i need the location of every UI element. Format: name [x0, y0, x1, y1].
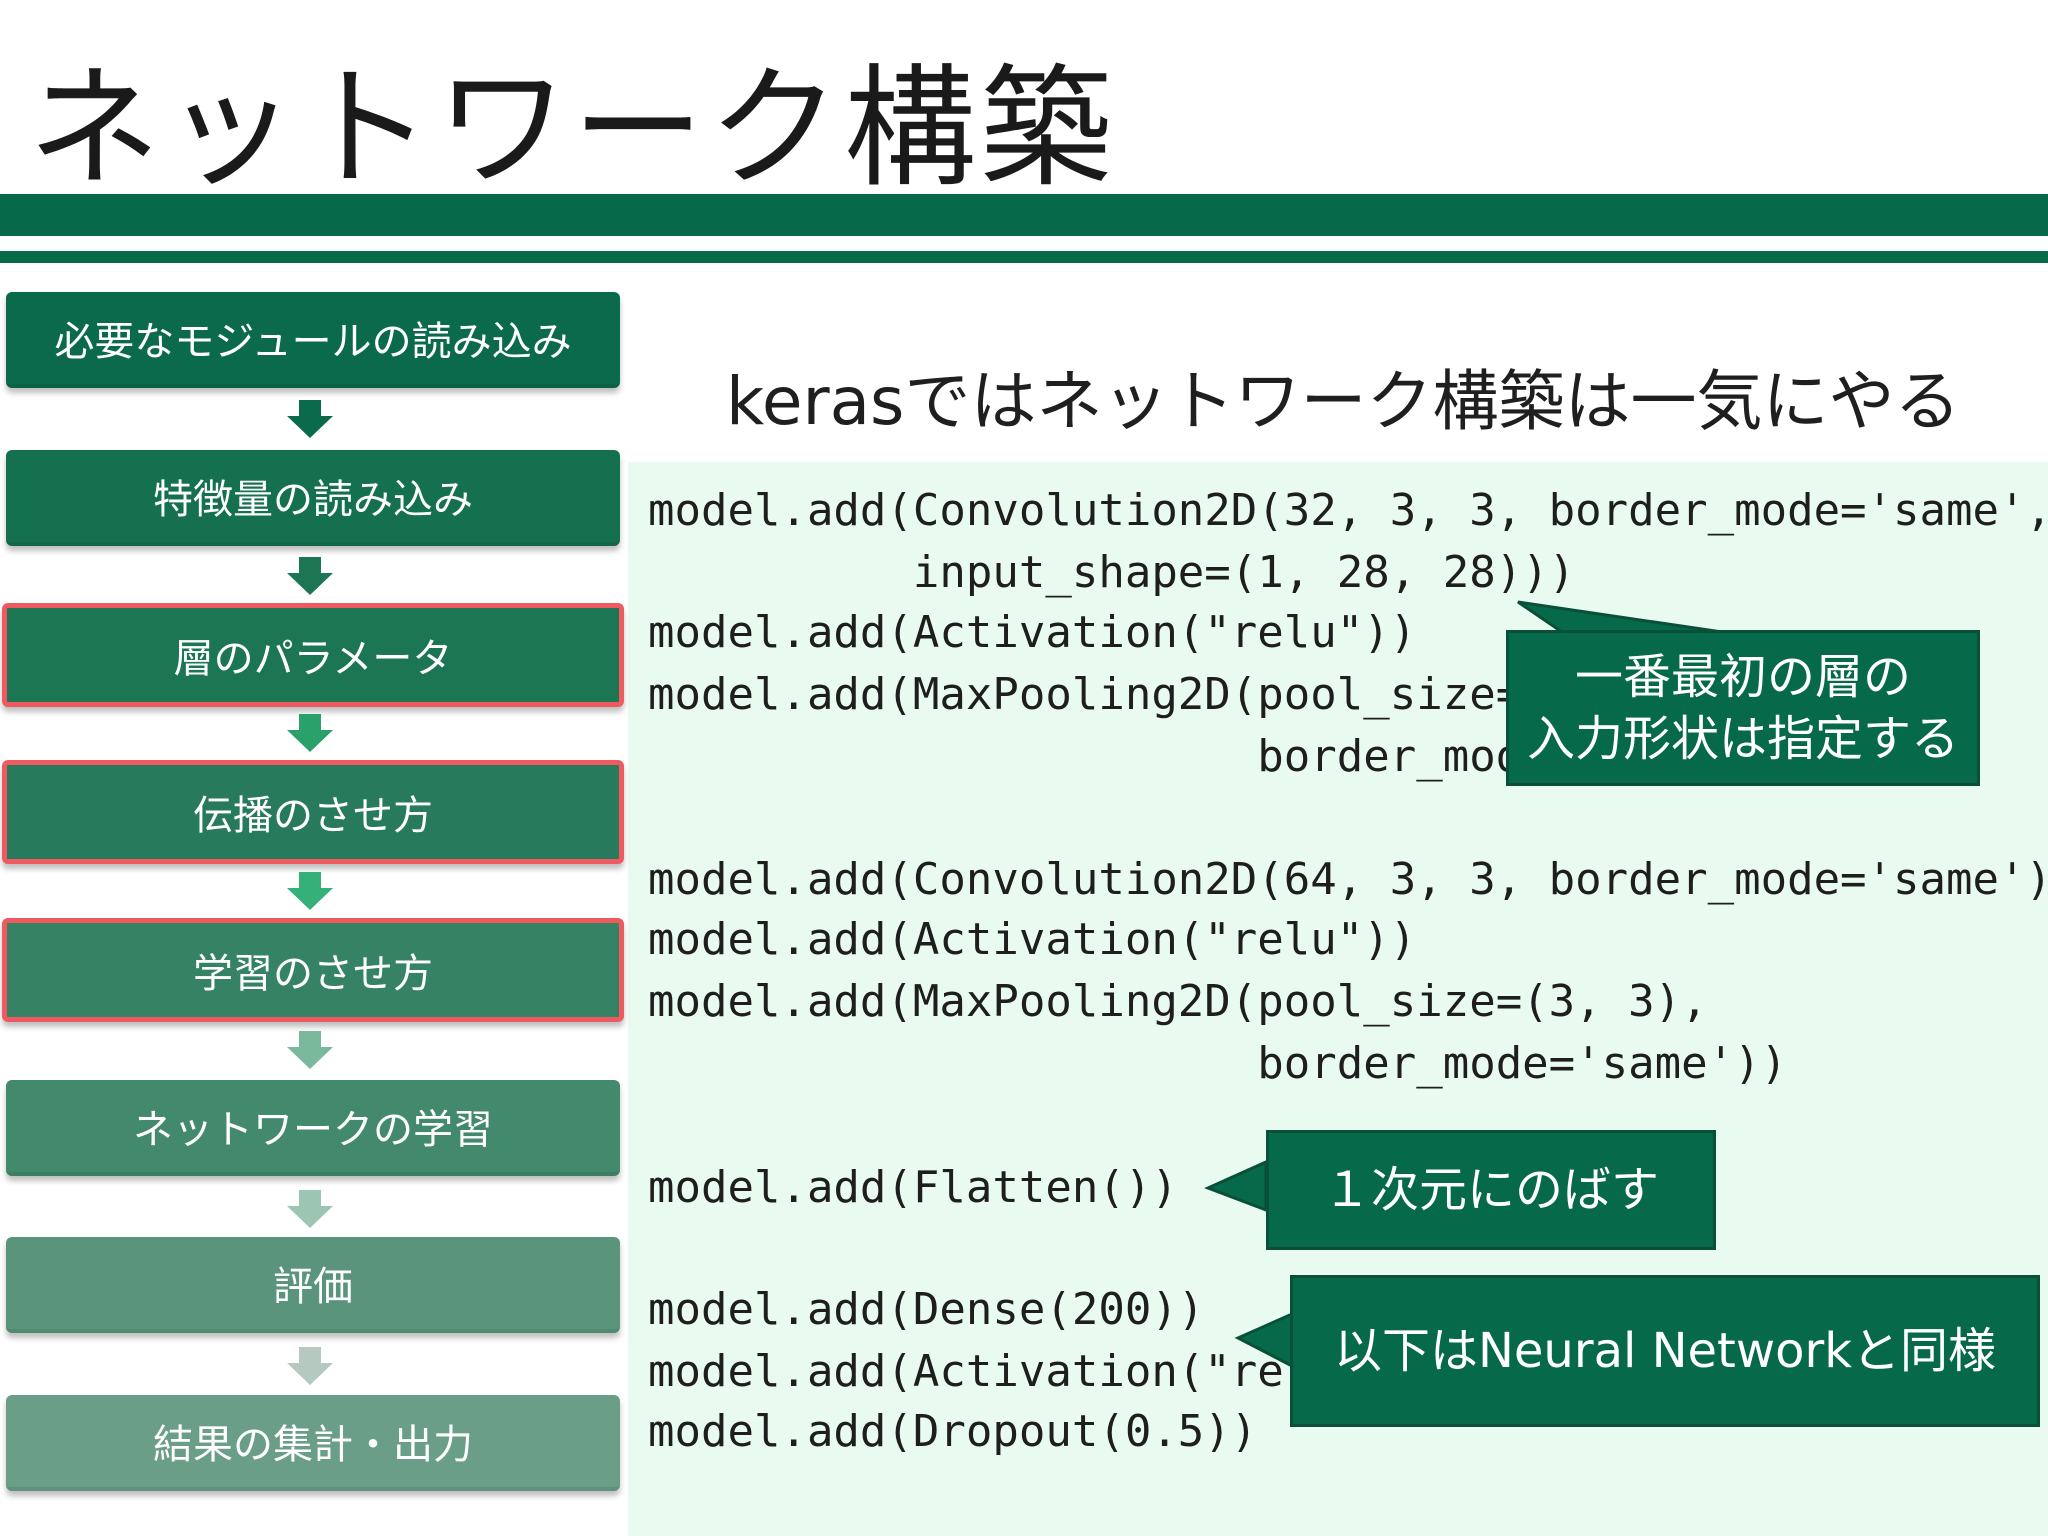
slide-subtitle: kerasではネットワーク構築は一気にやる — [726, 363, 1961, 440]
flow-step-propagation: 伝播のさせ方 — [2, 760, 624, 864]
callout-flatten: １次元にのばす — [1266, 1130, 1716, 1250]
code-line: model.add(MaxPooling2D(pool_size=( — [648, 669, 1549, 720]
code-line: model.add(Dropout(0.5)) — [648, 1406, 1258, 1457]
flow-arrow-down-icon — [287, 557, 333, 597]
code-line: model.add(Activation("relu")) — [648, 607, 1417, 658]
code-line: model.add(Dense(200)) — [648, 1284, 1205, 1335]
slide-title: ネットワーク構築 — [28, 52, 1116, 206]
flow-step-layer-params: 層のパラメータ — [2, 603, 624, 707]
callout-dense: 以下はNeural Networkと同様 — [1290, 1275, 2040, 1427]
flow-step-learning-method: 学習のさせ方 — [2, 918, 624, 1022]
code-line: border_mode='same')) — [648, 1038, 1788, 1089]
flow-arrow-down-icon — [287, 1347, 333, 1387]
flow-step-module-import: 必要なモジュールの読み込み — [6, 292, 620, 388]
code-line: input_shape=(1, 28, 28))) — [648, 547, 1576, 598]
code-line: border_mode — [648, 731, 1549, 782]
callout-tail-first-layer — [1517, 600, 1723, 634]
flow-arrow-down-icon — [287, 400, 333, 440]
code-line: model.add(Convolution2D(64, 3, 3, border… — [648, 854, 2048, 905]
flow-step-evaluation: 評価 — [6, 1237, 620, 1333]
callout-first-layer: 一番最初の層の 入力形状は指定する — [1506, 630, 1980, 786]
code-line: model.add(Flatten()) — [648, 1162, 1178, 1213]
flow-arrow-down-icon — [287, 1190, 333, 1230]
title-rule-thick — [0, 194, 2048, 236]
code-line: model.add(MaxPooling2D(pool_size=(3, 3), — [648, 976, 1708, 1027]
flow-arrow-down-icon — [287, 1031, 333, 1071]
code-line: model.add(Activation("rel — [648, 1346, 1311, 1397]
flow-step-result-output: 結果の集計・出力 — [6, 1395, 620, 1491]
callout-first-layer-line2: 入力形状は指定する — [1526, 711, 1959, 767]
code-line: model.add(Convolution2D(32, 3, 3, border… — [648, 485, 2048, 536]
code-line: model.add(Activation("relu")) — [648, 914, 1417, 965]
flow-arrow-down-icon — [287, 872, 333, 912]
title-rule-thin — [0, 251, 2048, 263]
callout-first-layer-line1: 一番最初の層の — [1574, 648, 1911, 705]
flow-step-network-training: ネットワークの学習 — [6, 1080, 620, 1176]
callout-tail-dense — [1234, 1311, 1294, 1369]
callout-tail-flatten — [1204, 1159, 1268, 1213]
flow-arrow-down-icon — [287, 714, 333, 754]
flow-step-feature-load: 特徴量の読み込み — [6, 450, 620, 546]
